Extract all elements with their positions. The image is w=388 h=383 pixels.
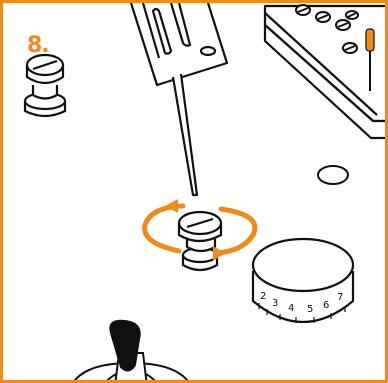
body-hole (318, 166, 348, 184)
knob-scale-number: 2 (260, 291, 266, 302)
screwdriver-icon (131, 3, 227, 195)
volume-knob-icon (253, 239, 353, 322)
knob-scale-number: 7 (337, 292, 343, 303)
step-number: 8. (27, 33, 49, 58)
knob-scale-number: 4 (288, 303, 294, 314)
tension-screw-icon (179, 212, 221, 270)
knob-scale-number: 5 (307, 304, 313, 315)
toggle-switch-icon (71, 321, 191, 383)
instruction-illustration: 2 3 4 5 6 7 (3, 3, 388, 383)
knob-scale-number: 6 (323, 300, 329, 311)
knob-scale-number: 3 (272, 298, 278, 309)
mounting-screw-icon (25, 55, 65, 116)
